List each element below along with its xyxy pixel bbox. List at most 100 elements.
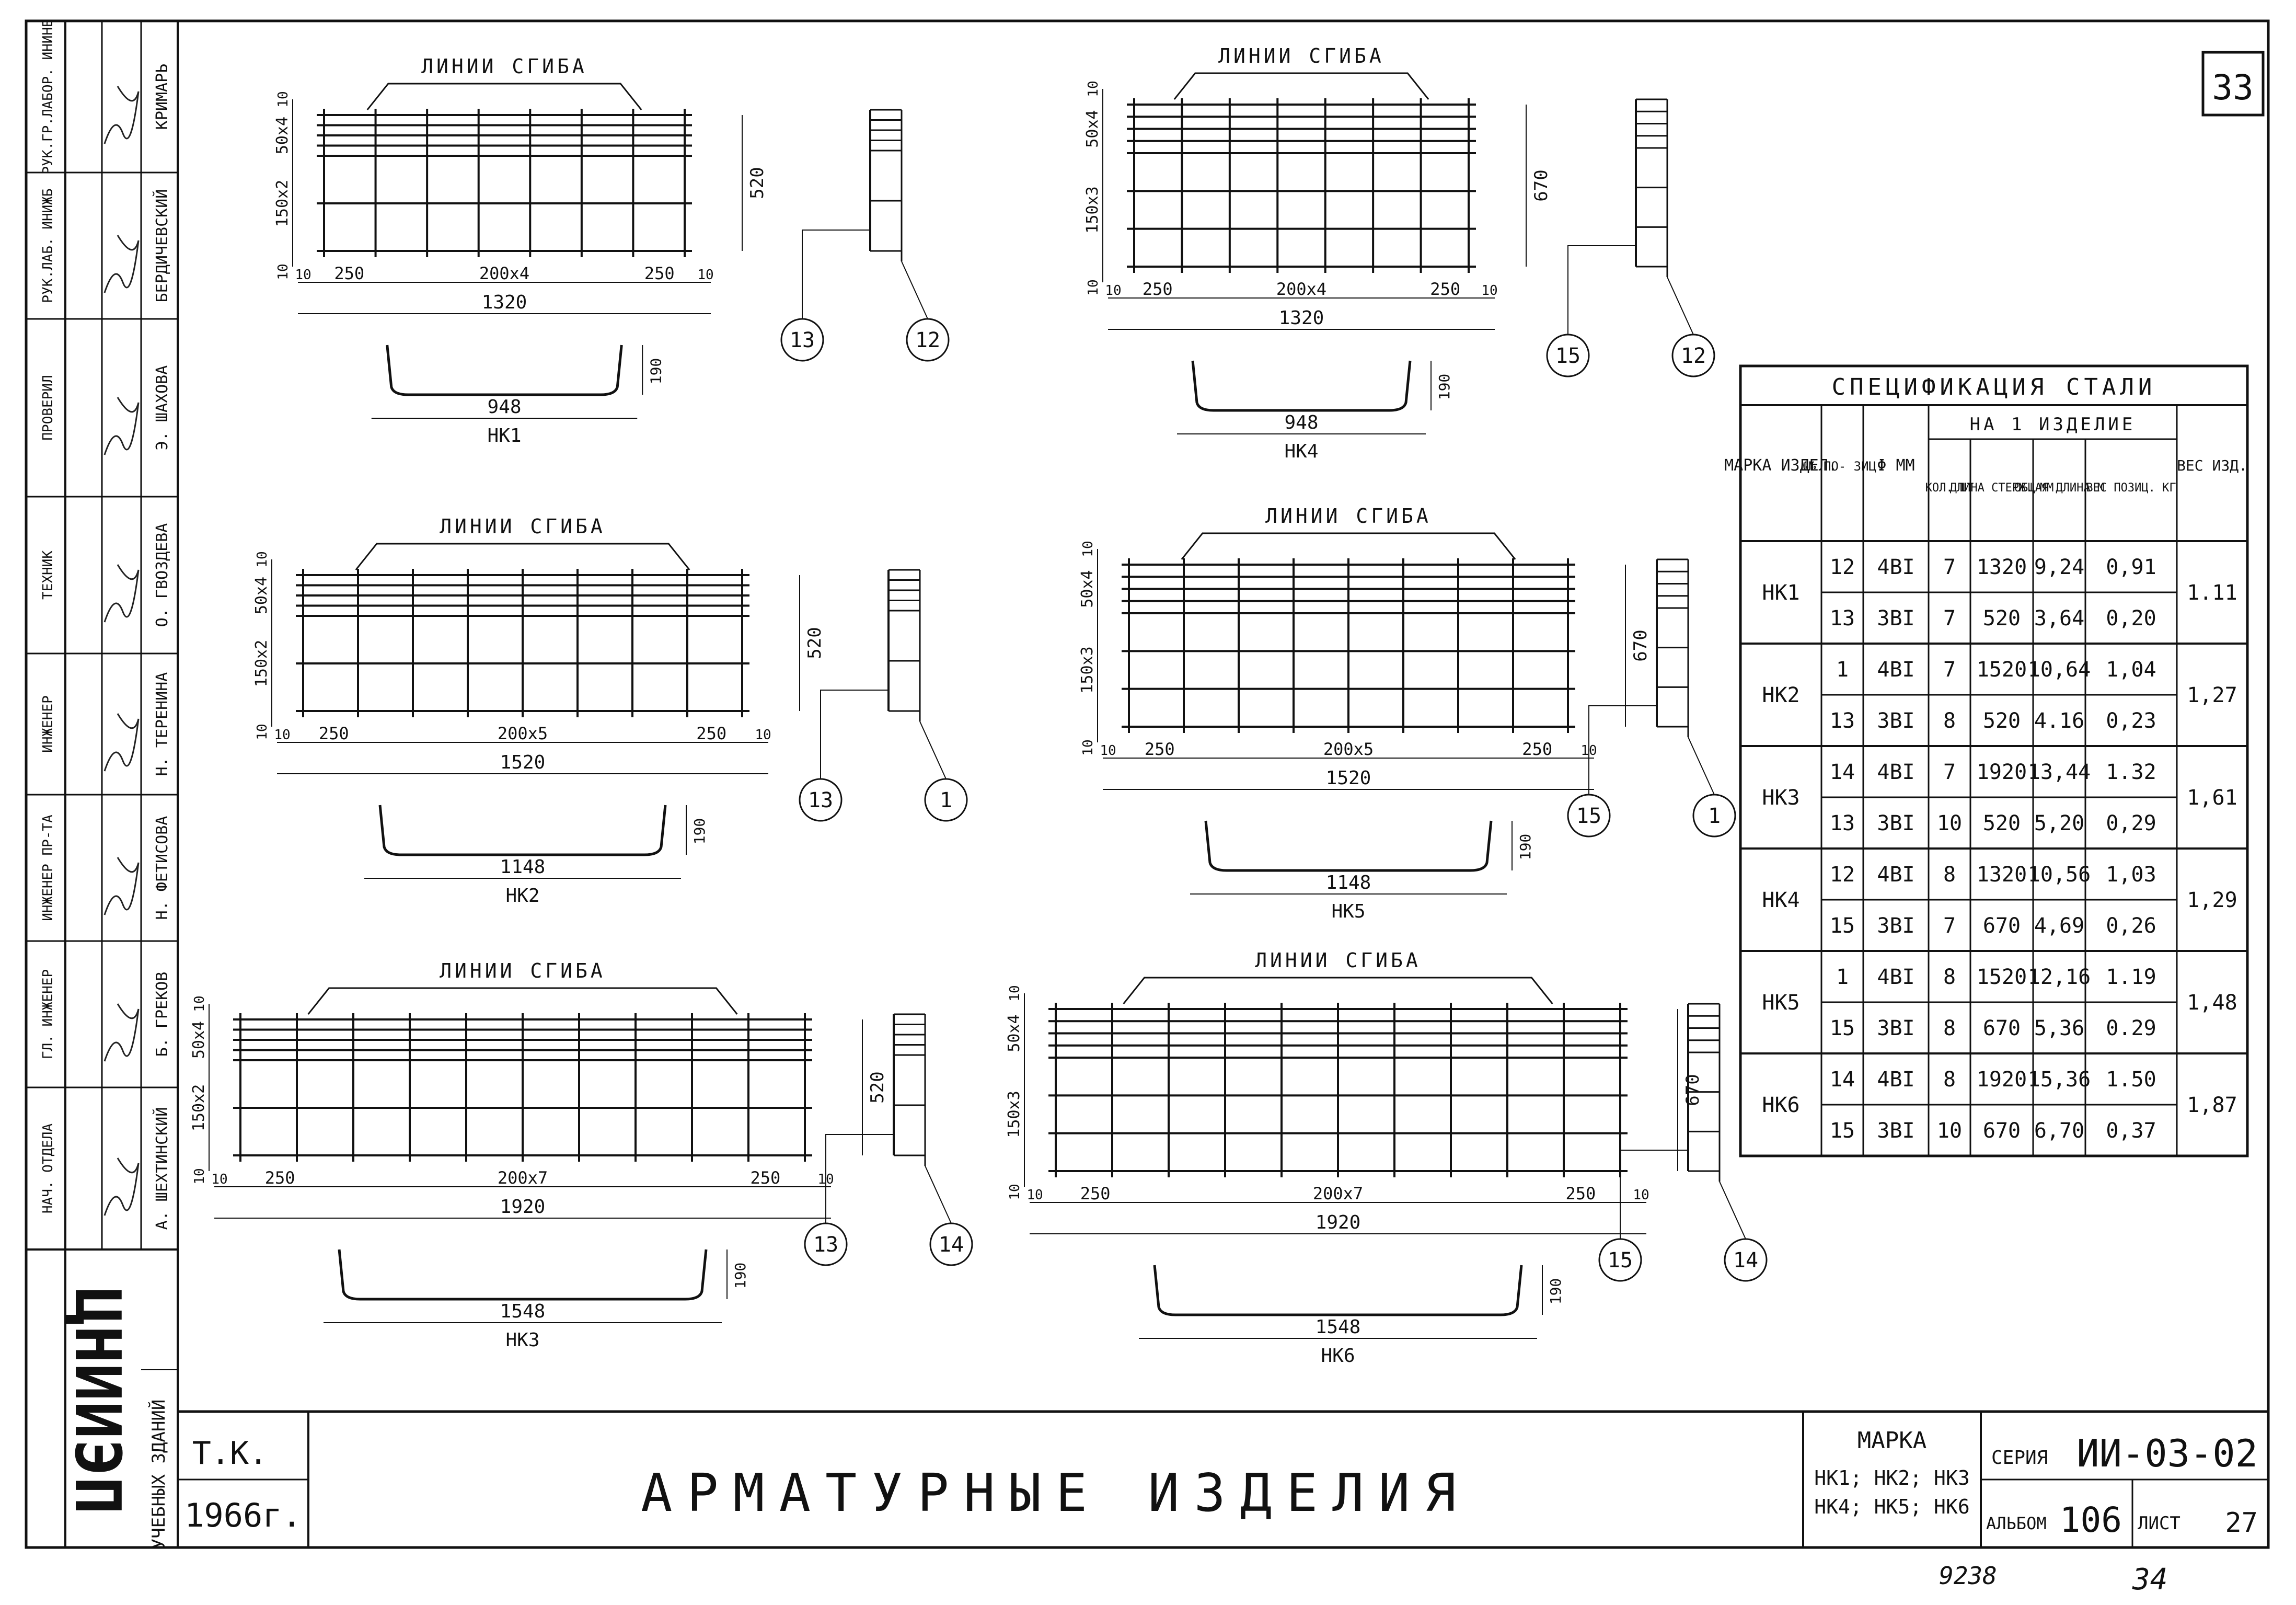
dim-250-left: 250 xyxy=(1143,279,1173,299)
position-callout: 1 xyxy=(940,788,952,812)
spec-cell: 7 xyxy=(1943,914,1956,938)
part-mark: НК6 xyxy=(1321,1345,1355,1367)
spec-item-mark: НК5 xyxy=(1762,991,1799,1015)
bend-line-label: ЛИНИИ СГИБА xyxy=(1265,505,1432,528)
stamp-role: ИНЖЕНЕР xyxy=(40,695,56,753)
dim-edge-bottom: 10 xyxy=(275,263,291,280)
spec-title: СПЕЦИФИКАЦИЯ СТАЛИ xyxy=(1832,374,2156,400)
spec-header-kol: КОЛ. ШТ xyxy=(1925,482,1974,495)
tk-label: Т.К. xyxy=(192,1435,268,1472)
bent-shape xyxy=(1191,360,1412,412)
list-value: 27 xyxy=(2225,1507,2258,1539)
spec-header-marka: МАРКА ИЗДЕЛ. xyxy=(1724,456,1838,475)
spec-cell: 15 xyxy=(1830,1016,1855,1040)
dim-height: 670 xyxy=(1531,169,1552,201)
bend-line-bracket xyxy=(1181,532,1516,560)
dim-top-band: 50х4 xyxy=(1078,570,1097,607)
spec-cell: 1,04 xyxy=(2106,658,2156,682)
seria-label: СЕРИЯ xyxy=(1991,1447,2048,1469)
callout-leader xyxy=(1667,277,1694,335)
album-label: АЛЬБОМ xyxy=(1986,1514,2047,1533)
part-mark: НК4 xyxy=(1284,441,1318,462)
bent-shape xyxy=(386,345,623,396)
marka-line-1: НК1; НК2; НК3 xyxy=(1814,1466,1969,1489)
spec-cell: 1520 xyxy=(1977,658,2027,682)
dim-250-right: 250 xyxy=(696,724,726,743)
dim-mid-band: 150х3 xyxy=(1005,1091,1023,1138)
spec-item-mark: НК1 xyxy=(1762,581,1799,605)
sheet-number-box xyxy=(2201,51,2265,117)
bend-line-label: ЛИНИИ СГИБА xyxy=(440,959,606,982)
spec-header-phi: Φ ММ xyxy=(1877,456,1914,475)
spec-cell: 9,24 xyxy=(2034,555,2084,579)
signature-mark xyxy=(103,1003,140,1062)
position-callout: 13 xyxy=(813,1233,838,1257)
spec-cell: 4ВI xyxy=(1877,863,1914,887)
spec-cell: 12,16 xyxy=(2028,965,2091,989)
spec-item-mark: НК3 xyxy=(1762,786,1799,810)
bent-shape xyxy=(378,805,667,856)
dim-length: 1920 xyxy=(500,1196,546,1218)
dim-length: 1520 xyxy=(500,752,546,773)
stamp-role: РУК.ГР.ЛАБОР. ИНИНБ xyxy=(40,19,56,174)
signature-mark xyxy=(103,857,140,915)
dim-10-left: 10 xyxy=(1026,1187,1043,1203)
spec-cell: 4.16 xyxy=(2034,709,2084,733)
signature-mark xyxy=(103,86,140,144)
dim-250-right: 250 xyxy=(1430,279,1460,299)
spec-cell: 3ВI xyxy=(1877,914,1914,938)
dim-mid-band: 150х2 xyxy=(190,1084,208,1131)
dim-bend-height: 190 xyxy=(732,1263,749,1289)
part-mark: НК1 xyxy=(487,425,521,446)
dim-10-left: 10 xyxy=(211,1172,227,1187)
spec-header-pos: №№ ПО- ЗИЦ. xyxy=(1801,459,1884,474)
spec-item-mark: НК4 xyxy=(1762,888,1799,912)
seria-value: ИИ-03-02 xyxy=(2076,1431,2258,1475)
dim-spacing: 200х5 xyxy=(1323,739,1374,759)
spec-cell: 8 xyxy=(1943,965,1956,989)
spec-cell: 4ВI xyxy=(1877,1068,1914,1092)
handwritten-note-1: 9238 xyxy=(1939,1562,1997,1590)
dim-length: 1320 xyxy=(1279,307,1324,329)
part-mark: НК5 xyxy=(1331,901,1365,922)
callout-leader xyxy=(1567,245,1636,335)
dim-250-right: 250 xyxy=(644,263,675,283)
dim-bent-length: 948 xyxy=(1284,412,1318,433)
spec-cell: 670 xyxy=(1983,1119,2021,1143)
dim-height: 670 xyxy=(1682,1074,1703,1106)
spec-item-weight: 1,29 xyxy=(2187,888,2237,912)
spec-cell: 3ВI xyxy=(1877,811,1914,835)
spec-cell: 8 xyxy=(1943,863,1956,887)
dim-edge-top: 10 xyxy=(192,995,207,1012)
part-mark: НК3 xyxy=(505,1329,539,1351)
spec-cell: 15,36 xyxy=(2028,1068,2091,1092)
dim-top-band: 50х4 xyxy=(273,117,292,154)
spec-item-mark: НК2 xyxy=(1762,683,1799,707)
signature-mark xyxy=(103,713,140,772)
spec-cell: 1920 xyxy=(1977,1068,2027,1092)
spec-cell: 7 xyxy=(1943,606,1956,630)
position-callout: 13 xyxy=(790,328,815,352)
spec-cell: 5,20 xyxy=(2034,811,2084,835)
bend-line-bracket xyxy=(1123,977,1553,1004)
dim-length: 1520 xyxy=(1326,767,1371,789)
position-callout-circle xyxy=(1692,794,1736,838)
dim-edge-top: 10 xyxy=(1007,985,1023,1001)
spec-cell: 1320 xyxy=(1977,863,2027,887)
dim-bend-height: 190 xyxy=(1517,834,1534,861)
dim-bent-length: 1148 xyxy=(1326,872,1371,893)
spec-item-weight: 1,87 xyxy=(2187,1093,2237,1117)
dim-spacing: 200х7 xyxy=(498,1168,548,1188)
position-callout-circle xyxy=(924,778,968,822)
spec-cell: 7 xyxy=(1943,658,1956,682)
stamp-name: Н. ТЕРЕНИНА xyxy=(153,672,171,776)
spec-item-weight: 1,48 xyxy=(2187,991,2237,1015)
album-value: 106 xyxy=(2060,1500,2122,1540)
position-callout: 13 xyxy=(808,788,833,812)
bend-line-label: ЛИНИИ СГИБА xyxy=(421,55,587,78)
bend-line-label: ЛИНИИ СГИБА xyxy=(1218,44,1384,67)
dim-spacing: 200х4 xyxy=(1276,279,1326,299)
org-name-vertical: ЦНИИЭП xyxy=(61,1288,133,1514)
position-callout-circle xyxy=(906,318,950,362)
dim-length: 1320 xyxy=(482,292,527,313)
